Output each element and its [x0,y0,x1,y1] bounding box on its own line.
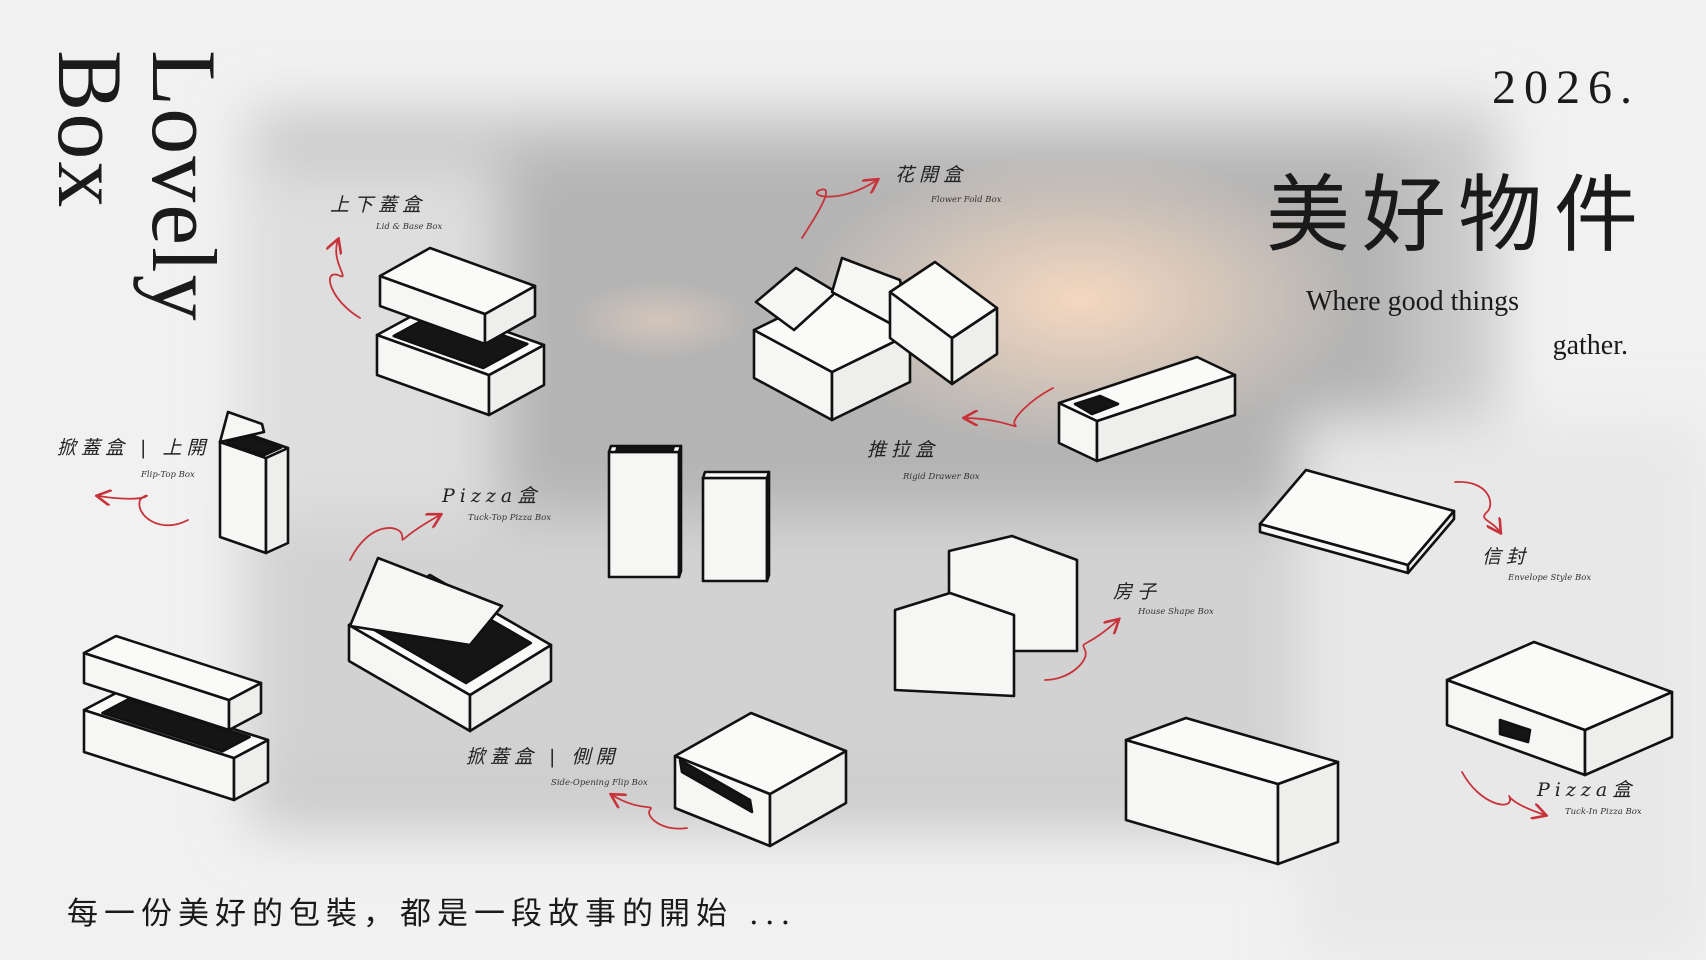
label-flower-fold-zh: 花開盒 [895,164,968,186]
label-side-opening-en: Side-Opening Flip Box [551,778,648,788]
label-tuck-in-pizza-zh: Pizza盒 [1537,779,1637,801]
label-lid-base-zh: 上下蓋盒 [330,194,427,216]
label-house-en: House Shape Box [1138,607,1214,617]
label-rigid-drawer-zh: 推拉盒 [867,439,940,461]
label-flower-fold-en: Flower Fold Box [931,195,1002,205]
year: 2026. [1492,61,1640,114]
tall-box-closed-top [701,470,771,480]
red-curved-arrow-icon [612,795,688,830]
side-opening-slot-face [678,758,754,814]
flip-top-box [218,430,290,555]
label-side-opening-zh: 掀蓋盒 | 側開 [466,746,620,768]
label-envelope-zh: 信封 [1482,546,1531,568]
tall-box-open-face [677,444,683,579]
label-tuck-top-pizza-en: Tuck-Top Pizza Box [468,513,552,523]
headline: 美好物件 [1265,166,1650,264]
tall-box-closed [701,470,771,583]
shoe-box [1124,716,1340,866]
label-lid-base-en: Lid & Base Box [376,222,443,232]
lid-base-box-base [375,303,546,417]
tall-box-closed-face [701,476,769,583]
house-box-front [893,591,1016,698]
label-flip-top-zh: 掀蓋盒 | 上開 [57,437,211,459]
label-envelope-en: Envelope Style Box [1508,573,1592,583]
tall-box-open-opening [614,445,676,453]
red-curved-arrow-icon [349,515,440,561]
drawer-pull-face [1073,394,1120,416]
tagline-line1: Where good things [1306,286,1520,317]
red-curved-arrow-icon [330,240,361,319]
red-curved-arrow-icon [801,180,877,239]
flower-fold-box-closed [888,260,999,386]
red-curved-arrow-icon [965,387,1054,428]
label-rigid-drawer-en: Rigid Drawer Box [903,472,980,482]
lid-base-box-lid-top [378,246,537,316]
tuck-in-tab [1498,718,1532,744]
envelope-box [1258,468,1456,575]
house-box-front-face [893,591,1016,698]
red-curved-arrow-icon [1461,771,1545,815]
label-house-zh: 房子 [1113,581,1162,603]
tagline-line2: gather. [1552,330,1628,361]
shoe-box-top [1124,716,1340,786]
red-curved-arrow-icon [1454,481,1500,532]
red-curved-arrow-icon [98,496,189,527]
label-tuck-in-pizza-en: Tuck-In Pizza Box [1565,807,1642,817]
flower-fold-box-closed-top [888,260,999,340]
lid-base-box-2-base [82,690,270,802]
flip-top-box-face [264,446,290,555]
flip-top-lid-face [218,410,266,444]
tuck-top-pizza-lid [348,556,504,647]
tall-box-open-face [607,450,681,579]
envelope-box-top [1258,468,1456,567]
title-box: Box [39,50,141,210]
flip-top-box-face [218,440,268,555]
label-flip-top-en: Flip-Top Box [141,470,195,480]
tuck-in-tab-face [1498,718,1532,744]
lid-base-box-2-lid [82,634,263,732]
label-tuck-top-pizza-zh: Pizza盒 [442,485,542,507]
tall-box-open [607,444,683,579]
drawer-pull [1073,394,1120,416]
red-curved-arrow-icon [1044,620,1118,681]
tall-box-closed-face [765,470,771,583]
lid-base-box-2-lid-top [82,634,263,702]
tuck-top-pizza-lid-face [348,556,504,647]
tuck-in-pizza-box [1445,640,1674,777]
side-opening-slot [678,758,754,814]
tuck-in-pizza-box-top [1445,640,1674,732]
bottom-tagline: 每一份美好的包裝，都是一段故事的開始 ... [67,896,797,932]
side-opening-flip-box-top [673,711,848,796]
flip-top-lid [218,410,266,444]
title-lovely: Lovely [133,50,235,323]
lid-base-box-lid [378,246,537,346]
